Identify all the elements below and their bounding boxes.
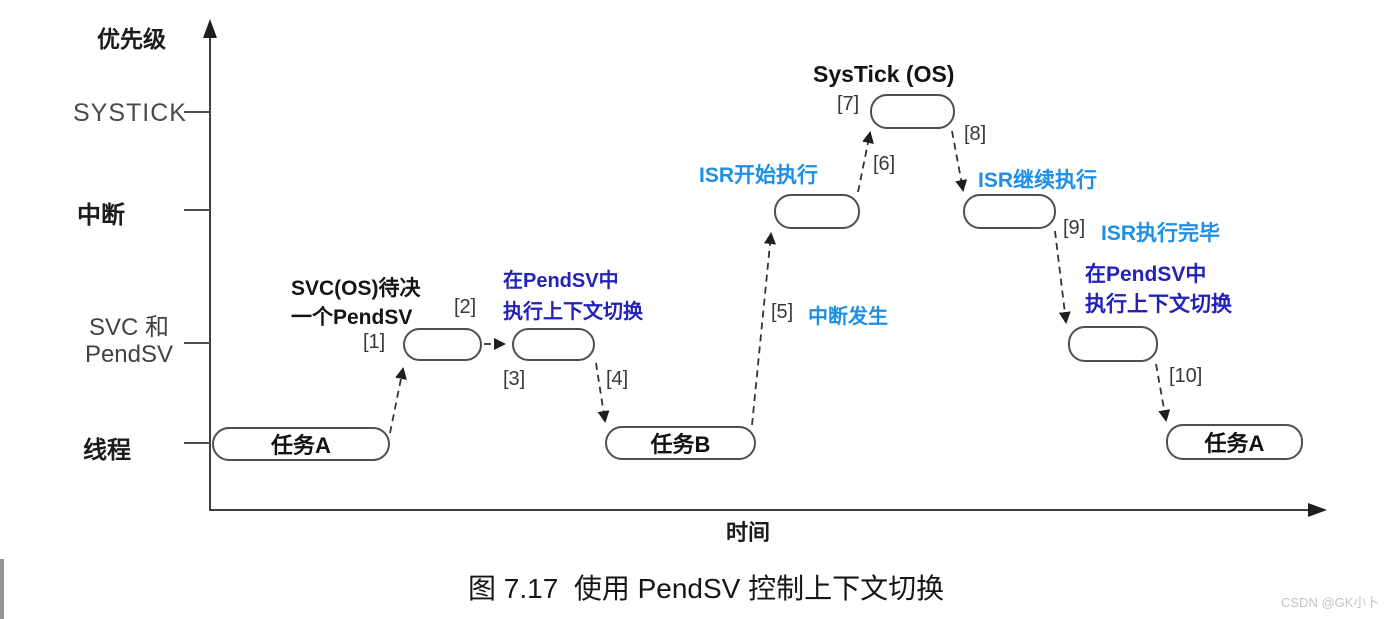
box-task-a-right-label: 任务A — [1204, 431, 1265, 456]
level-label-svc-pendsv: SVC 和 PendSV — [84, 314, 174, 369]
box-task-a-left: 任务A — [212, 427, 390, 461]
x-axis-arrow-icon — [1308, 503, 1327, 517]
annotation-svc-pending: SVC(OS)待决 一个PendSV — [291, 277, 421, 329]
level-label-systick: SYSTICK — [73, 99, 187, 127]
step-label-4: [4] — [606, 368, 629, 390]
step-label-8: [8] — [964, 123, 987, 145]
arrow-step-10 — [1155, 363, 1171, 422]
step-label-9: [9] — [1063, 217, 1086, 239]
annotation-systick-os: SysTick (OS) — [813, 61, 955, 87]
y-axis-title: 优先级 — [97, 26, 166, 52]
csdn-watermark: CSDN @GK小卜 — [1281, 595, 1380, 610]
step-label-2: [2] — [454, 296, 477, 318]
annotation-pendsv-switch-right: 在PendSV中 执行上下文切换 — [1085, 263, 1232, 316]
annotation-pendsv-switch-left: 在PendSV中 执行上下文切换 — [503, 270, 643, 323]
box-task-b: 任务B — [605, 426, 756, 460]
step-label-7: [7] — [837, 93, 860, 115]
arrow-step-5 — [751, 232, 776, 426]
step-label-3: [3] — [503, 368, 526, 390]
x-axis-title: 时间 — [726, 520, 771, 545]
arrow-step-6 — [857, 131, 874, 193]
step-label-10: [10] — [1169, 365, 1203, 387]
arrow-step-8 — [951, 130, 968, 192]
box-task-a-left-label: 任务A — [271, 433, 331, 458]
box-pendsv-handler-right — [1068, 326, 1158, 362]
left-edge-scrollbar-fragment — [0, 559, 4, 619]
step-label-6: [6] — [873, 153, 896, 175]
x-axis — [210, 503, 1327, 517]
box-isr-second-part — [963, 194, 1056, 229]
box-systick-handler — [870, 94, 955, 129]
arrow-step-9 — [1054, 230, 1071, 324]
box-task-a-right: 任务A — [1166, 424, 1303, 460]
box-pendsv-handler-left — [512, 328, 595, 361]
annotation-isr-start: ISR开始执行 — [699, 164, 819, 187]
annotation-isr-continue: ISR继续执行 — [978, 169, 1098, 192]
step-label-1: [1] — [363, 331, 386, 353]
box-isr-first-part — [774, 194, 860, 229]
step-label-5: [5] — [771, 301, 794, 323]
arrow-step-4 — [595, 362, 610, 423]
figure-caption: 图 7.17 使用 PendSV 控制上下文切换 — [468, 573, 945, 604]
level-label-interrupt: 中断 — [77, 202, 125, 229]
arrow-step-1 — [389, 367, 407, 434]
y-axis — [184, 19, 217, 511]
y-axis-arrow-icon — [203, 19, 217, 38]
level-label-thread: 线程 — [83, 437, 131, 464]
annotation-isr-done: ISR执行完毕 — [1101, 222, 1221, 245]
box-task-b-label: 任务B — [650, 432, 711, 457]
box-svc-handler — [403, 328, 482, 361]
annotation-interrupt-occurs: 中断发生 — [808, 306, 888, 328]
